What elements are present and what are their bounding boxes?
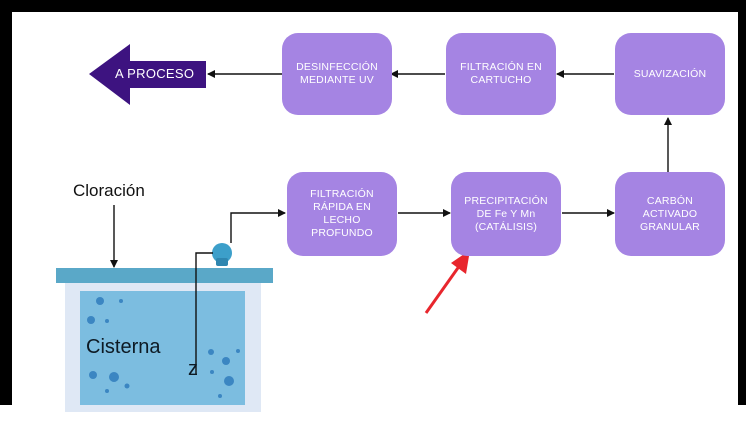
proceso-label: A PROCESO bbox=[115, 66, 195, 81]
box-filtracion-rapida: FILTRACIÓN RÁPIDA EN LECHO PROFUNDO bbox=[287, 172, 397, 256]
proceso-arrow-shape bbox=[89, 44, 206, 105]
highlight-arrow bbox=[424, 250, 470, 314]
box-precipitacion: PRECIPITACIÓN DE Fe Y Mn (CATÁLISIS) bbox=[451, 172, 561, 256]
cistern-water bbox=[80, 291, 245, 405]
cistern-pipe bbox=[195, 252, 213, 375]
box-filtracion-cartucho: FILTRACIÓN EN CARTUCHO bbox=[446, 33, 556, 115]
pump-to-filter-arrow bbox=[230, 209, 286, 243]
box-desinfeccion-uv: DESINFECCIÓN MEDIANTE UV bbox=[282, 33, 392, 115]
cisterna-label: Cisterna bbox=[86, 336, 161, 358]
z-label: z bbox=[188, 358, 198, 380]
cloracion-label: Cloración bbox=[73, 181, 145, 200]
box-suavizacion: SUAVIZACIÓN bbox=[615, 33, 725, 115]
box-carbon-activado: CARBÓN ACTIVADO GRANULAR bbox=[615, 172, 725, 256]
pump-base bbox=[216, 258, 228, 266]
water-bubbles bbox=[87, 297, 240, 398]
cistern-tank bbox=[56, 268, 273, 283]
